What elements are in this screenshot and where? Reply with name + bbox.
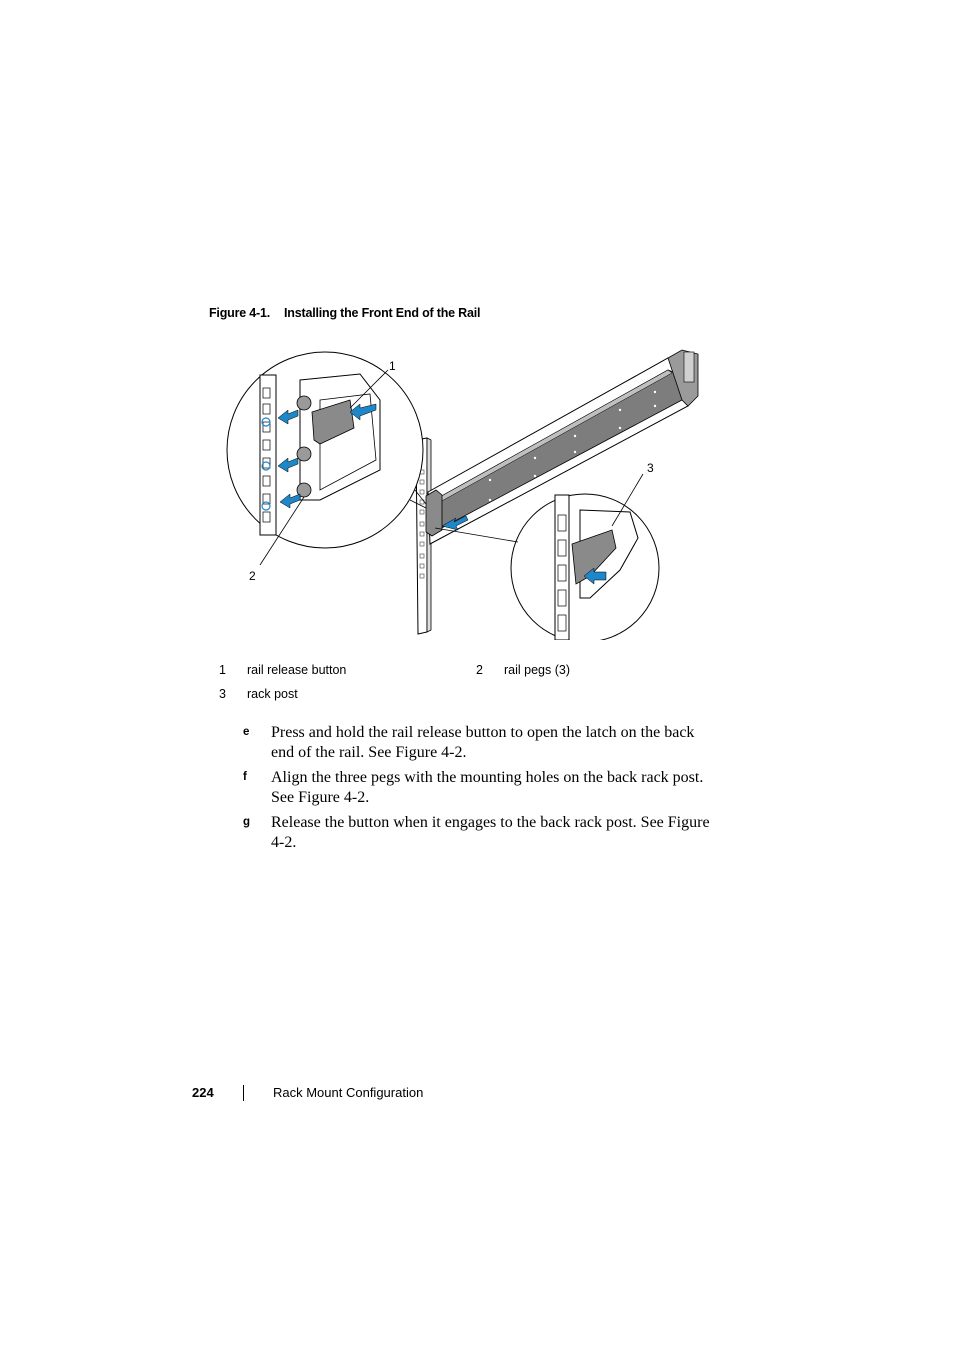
legend-text: rail release button	[247, 663, 347, 677]
step-text: Release the button when it engages to th…	[271, 814, 710, 851]
step-text: Press and hold the rail release button t…	[271, 724, 695, 761]
step-letter: g	[243, 816, 251, 828]
rail-graphic	[425, 349, 699, 545]
footer-section-title: Rack Mount Configuration	[273, 1085, 424, 1100]
legend-number: 3	[219, 687, 226, 701]
footer-divider	[243, 1085, 244, 1101]
figure-number: Figure 4-1.	[209, 306, 271, 320]
callout-1: 1	[389, 359, 396, 373]
rear-detail-callout	[434, 493, 660, 640]
step-letter: e	[243, 726, 250, 738]
rack-post-graphic	[415, 437, 432, 635]
legend-text: rack post	[247, 687, 298, 701]
page-number: 224	[192, 1085, 214, 1100]
step-letter: f	[243, 771, 247, 783]
legend-number: 2	[476, 663, 483, 677]
callout-markers: 1 2 3	[249, 359, 654, 583]
figure-title: Installing the Front End of the Rail	[284, 306, 481, 320]
callout-2: 2	[249, 569, 256, 583]
step-text: Align the three pegs with the mounting h…	[271, 769, 704, 806]
figure-caption: Figure 4-1. Installing the Front End of t…	[209, 306, 480, 320]
rail-installation-illustration: 1 2 3	[226, 349, 699, 640]
legend-number: 1	[219, 663, 226, 677]
callout-3: 3	[647, 461, 654, 475]
legend-text: rail pegs (3)	[504, 663, 570, 677]
front-detail-callout	[226, 351, 427, 549]
